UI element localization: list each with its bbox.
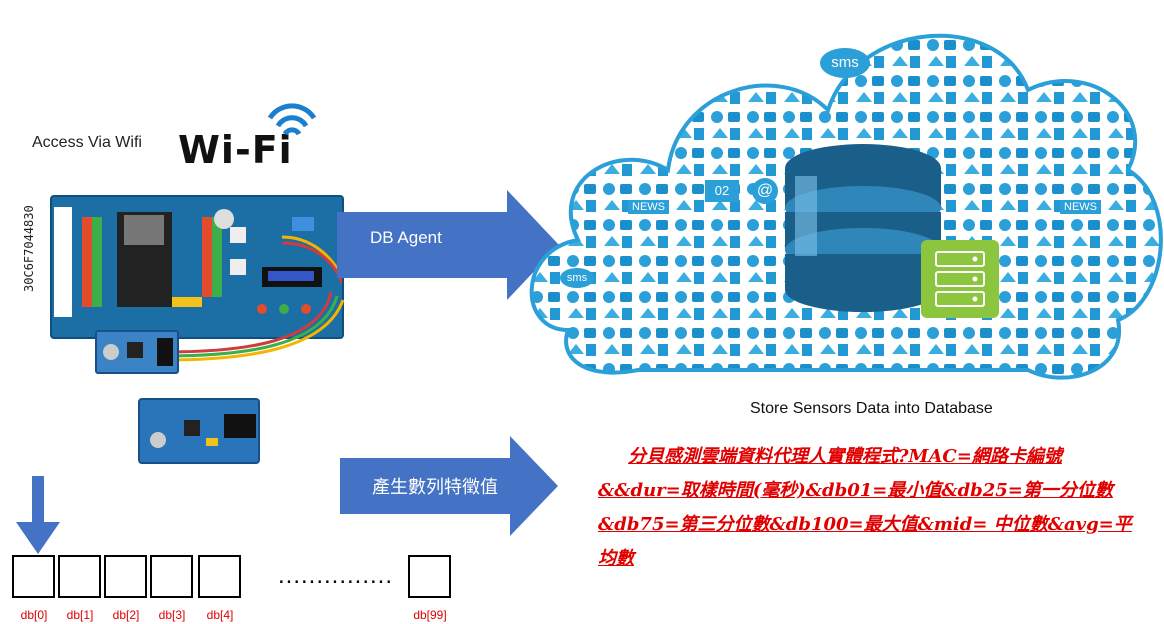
db-agent-label: DB Agent [370,228,442,247]
board-id-text: 30C6F7044830 [22,205,36,292]
sensor-wires [165,291,345,362]
sensor-graphic [103,338,173,366]
feature-arrow [340,436,558,536]
description-line-4: 均數 [598,548,634,569]
news-icon-right: NEWS [1060,200,1101,214]
description-line-1: 分貝感測雲端資料代理人實體程式?MAC=網路卡編號 [628,446,1062,467]
description-line-2: &&dur=取樣時間(毫秒)&db01=最小值&db25=第一分位數 [598,480,1113,501]
array-label-1: db[1] [66,608,94,622]
sms-bubble-icon-left: sms [560,268,594,288]
array-cell-99 [408,555,451,598]
array-cell-1 [58,555,101,598]
feature-label: 產生數列特徵值 [372,477,498,497]
access-via-wifi-label: Access Via Wifi [32,134,142,151]
array-cell-2 [104,555,147,598]
array-cell-4 [198,555,241,598]
news-icon: NEWS [628,200,669,214]
down-arrow [16,476,60,554]
circuit-board [50,195,344,339]
board-id-label: 30C6F7044830 [22,205,72,312]
cloud-caption: Store Sensors Data into Database [750,400,993,417]
array-ellipsis: ............... [278,562,394,589]
usb-module-graphic [150,414,256,448]
description-line-3: &db75=第三分位數&db100=最大值&mid= 中位數&avg=平 [598,514,1132,535]
board-components-graphic [54,207,344,317]
array-label-3: db[3] [158,608,186,622]
calendar-icon: 02 [705,180,739,202]
sound-sensor-module [95,330,179,374]
array-label-99: db[99] [413,608,447,622]
wifi-logo: Wi-Fi [178,128,293,172]
at-sign-icon: @ [752,178,778,204]
wifi-signal-icon [267,103,317,136]
array-cell-3 [150,555,193,598]
array-label-4: db[4] [206,608,234,622]
usb-sensor-module [138,398,260,464]
url-description: 分貝感測雲端資料代理人實體程式?MAC=網路卡編號 &&dur=取樣時間(毫秒)… [598,440,1154,576]
server-icon [921,240,999,318]
array-cell-0 [12,555,55,598]
db-agent-arrow [337,190,559,300]
array-label-0: db[0] [20,608,48,622]
array-label-2: db[2] [112,608,140,622]
sms-bubble-icon: sms [820,48,870,78]
cloud-graphic [529,33,1163,380]
database-icon [785,144,941,312]
